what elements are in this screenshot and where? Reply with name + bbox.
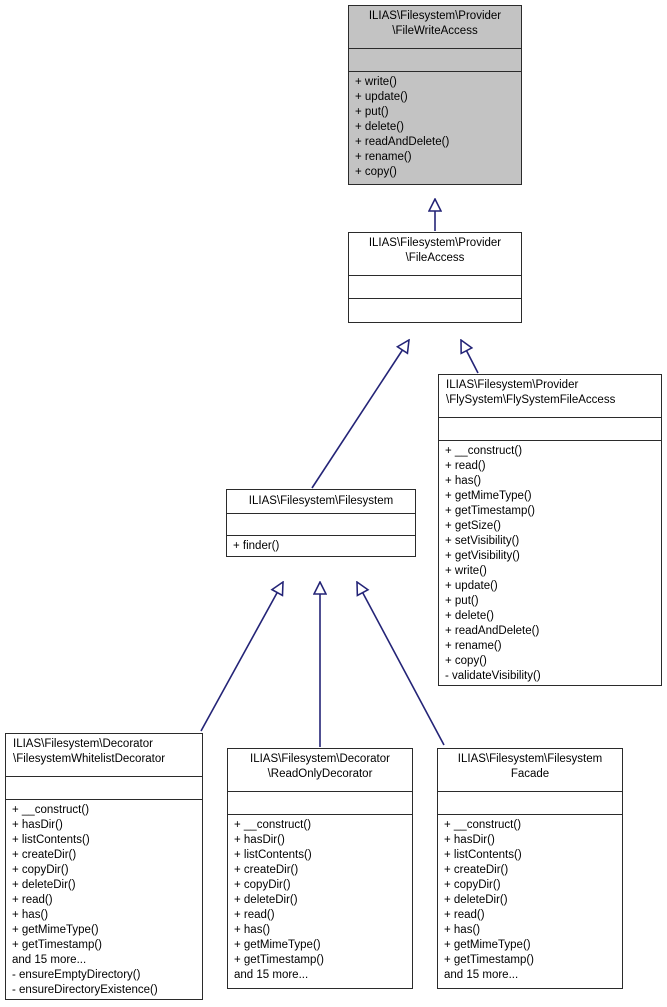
- class-member: + readAndDelete(): [445, 625, 540, 637]
- class-member: + write(): [355, 76, 397, 88]
- class-node-filesystem-whitelist-decorator[interactable]: ILIAS\Filesystem\Decorator \FilesystemWh…: [5, 733, 203, 1000]
- class-member: - ensureDirectoryExistence(): [12, 984, 158, 996]
- class-member: + has(): [444, 924, 481, 936]
- class-member: + getTimestamp(): [444, 954, 535, 966]
- class-member: + __construct(): [444, 819, 522, 831]
- class-member: + getTimestamp(): [445, 505, 536, 517]
- class-member: + getMimeType(): [444, 939, 531, 951]
- class-title: ILIAS\Filesystem\Filesystem Facade: [457, 753, 603, 780]
- class-methods-compartment: [349, 298, 521, 322]
- class-node-filesystem-facade[interactable]: ILIAS\Filesystem\Filesystem Facade + __c…: [437, 748, 623, 989]
- class-member: - ensureEmptyDirectory(): [12, 969, 141, 981]
- class-member: + finder(): [233, 540, 280, 552]
- class-member-more: and 15 more...: [444, 969, 519, 981]
- edge-filesystem-to-file-access: [311, 340, 409, 489]
- class-methods-compartment: + __construct() + hasDir() + listContent…: [6, 799, 202, 999]
- class-member: + read(): [444, 909, 485, 921]
- class-methods-compartment: + finder(): [227, 535, 415, 556]
- edge-whitelist-decorator-to-filesystem: [200, 582, 283, 732]
- class-member: + put(): [445, 595, 479, 607]
- class-member: + has(): [445, 475, 482, 487]
- class-member: + getVisibility(): [445, 550, 520, 562]
- class-attributes-compartment: [6, 776, 202, 799]
- class-member: + copyDir(): [12, 864, 69, 876]
- class-attributes-compartment: [438, 791, 622, 814]
- class-member: + getMimeType(): [234, 939, 321, 951]
- class-member: + __construct(): [12, 804, 90, 816]
- class-node-file-access[interactable]: ILIAS\Filesystem\Provider \FileAccess: [348, 232, 522, 323]
- class-member: + setVisibility(): [445, 535, 520, 547]
- class-member: + read(): [234, 909, 275, 921]
- class-member: + deleteDir(): [234, 894, 298, 906]
- class-node-read-only-decorator[interactable]: ILIAS\Filesystem\Decorator \ReadOnlyDeco…: [227, 748, 413, 989]
- class-member: + __construct(): [445, 445, 523, 457]
- class-attributes-compartment: [439, 417, 661, 440]
- class-methods-compartment: + __construct() + read() + has() + getMi…: [439, 440, 661, 685]
- class-member: + copy(): [445, 655, 487, 667]
- class-attributes-compartment: [349, 48, 521, 71]
- class-attributes-compartment: [227, 513, 415, 535]
- class-member: + getSize(): [445, 520, 501, 532]
- class-member: + rename(): [355, 151, 412, 163]
- class-title: ILIAS\Filesystem\Provider \FlySystem\Fly…: [446, 379, 616, 406]
- class-member: + deleteDir(): [12, 879, 76, 891]
- class-member-more: and 15 more...: [234, 969, 309, 981]
- class-member: + copy(): [355, 166, 397, 178]
- edge-filesystem-facade-to-filesystem: [357, 582, 445, 746]
- class-member: + read(): [12, 894, 53, 906]
- class-member: + delete(): [445, 610, 494, 622]
- class-title: ILIAS\Filesystem\Provider \FileAccess: [368, 237, 502, 264]
- class-title: ILIAS\Filesystem\Decorator \FilesystemWh…: [13, 738, 166, 765]
- class-member: + copyDir(): [444, 879, 501, 891]
- class-title: ILIAS\Filesystem\Decorator \ReadOnlyDeco…: [250, 753, 390, 780]
- class-member: + __construct(): [234, 819, 312, 831]
- class-member: + read(): [445, 460, 486, 472]
- class-member: + hasDir(): [444, 834, 495, 846]
- class-member: + createDir(): [12, 849, 77, 861]
- class-attributes-compartment: [349, 275, 521, 298]
- class-member: + deleteDir(): [444, 894, 508, 906]
- class-member: + getTimestamp(): [12, 939, 103, 951]
- class-member: + has(): [234, 924, 271, 936]
- edge-flysystem-file-access-to-file-access: [461, 340, 479, 374]
- class-member: + put(): [355, 106, 389, 118]
- class-member: + delete(): [355, 121, 404, 133]
- class-member: + readAndDelete(): [355, 136, 450, 148]
- class-node-filesystem[interactable]: ILIAS\Filesystem\Filesystem + finder(): [226, 489, 416, 557]
- class-member: + update(): [355, 91, 408, 103]
- class-node-flysystem-file-access[interactable]: ILIAS\Filesystem\Provider \FlySystem\Fly…: [438, 374, 662, 686]
- class-member: + getMimeType(): [445, 490, 532, 502]
- class-member: + listContents(): [234, 849, 312, 861]
- class-member: + listContents(): [12, 834, 90, 846]
- class-title: ILIAS\Filesystem\Provider \FileWriteAcce…: [368, 10, 502, 37]
- class-member-more: and 15 more...: [12, 954, 87, 966]
- class-member: + update(): [445, 580, 498, 592]
- class-methods-compartment: + write() + update() + put() + delete() …: [349, 71, 521, 184]
- class-member: - validateVisibility(): [445, 670, 541, 682]
- class-member: + hasDir(): [12, 819, 63, 831]
- class-member: + write(): [445, 565, 487, 577]
- class-member: + createDir(): [444, 864, 509, 876]
- class-member: + getTimestamp(): [234, 954, 325, 966]
- class-member: + listContents(): [444, 849, 522, 861]
- class-member: + has(): [12, 909, 49, 921]
- class-member: + createDir(): [234, 864, 299, 876]
- class-member: + rename(): [445, 640, 502, 652]
- class-methods-compartment: + __construct() + hasDir() + listContent…: [228, 814, 412, 988]
- class-member: + getMimeType(): [12, 924, 99, 936]
- class-node-file-write-access[interactable]: ILIAS\Filesystem\Provider \FileWriteAcce…: [348, 5, 522, 185]
- class-methods-compartment: + __construct() + hasDir() + listContent…: [438, 814, 622, 988]
- class-attributes-compartment: [228, 791, 412, 814]
- class-member: + copyDir(): [234, 879, 291, 891]
- class-title: ILIAS\Filesystem\Filesystem: [248, 495, 394, 507]
- class-member: + hasDir(): [234, 834, 285, 846]
